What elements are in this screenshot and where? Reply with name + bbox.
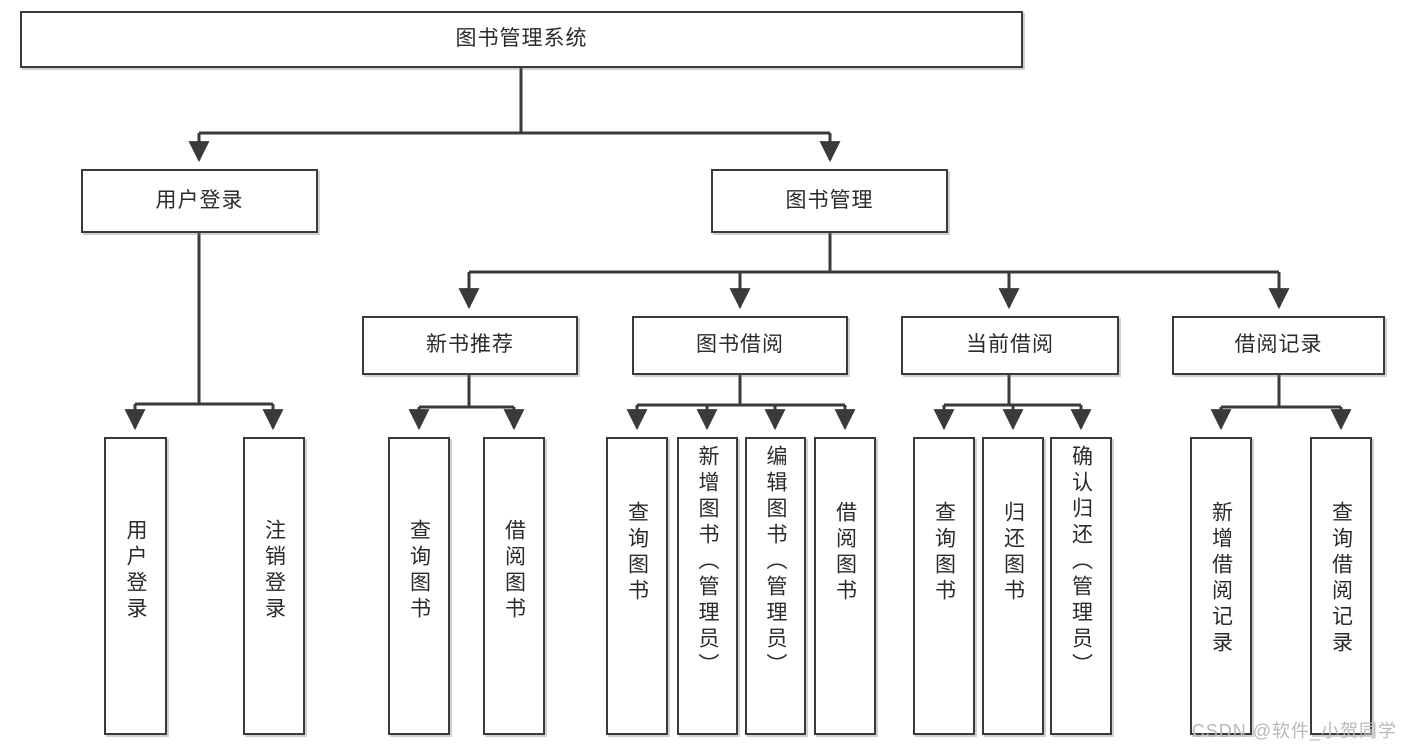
node-book-borrow-label: 图书借阅 — [696, 333, 784, 357]
node-leaf-query-record-label: 查询借阅记录 — [1329, 501, 1353, 657]
node-leaf-logout[interactable]: 注销登录 — [243, 437, 305, 735]
node-leaf-return-book[interactable]: 归还图书 — [982, 437, 1044, 735]
node-user-login[interactable]: 用户登录 — [81, 169, 318, 233]
node-user-login-label: 用户登录 — [155, 188, 244, 212]
node-book-borrow[interactable]: 图书借阅 — [632, 316, 848, 375]
node-current-borrow[interactable]: 当前借阅 — [901, 316, 1119, 375]
node-leaf-query-book-rec[interactable]: 查询图书 — [388, 437, 450, 735]
node-leaf-query-book-cur[interactable]: 查询图书 — [913, 437, 975, 735]
node-new-book-rec-label: 新书推荐 — [426, 333, 514, 357]
node-leaf-user-login[interactable]: 用户登录 — [104, 437, 167, 735]
node-leaf-query-book-rec-label: 查询图书 — [407, 519, 431, 623]
node-leaf-edit-book-label: 编辑图书（管理员） — [764, 445, 787, 679]
node-leaf-add-book-label: 新增图书（管理员） — [696, 445, 719, 679]
node-leaf-query-book-borrow-label: 查询图书 — [625, 501, 649, 605]
node-book-manage-label: 图书管理 — [785, 188, 874, 212]
node-leaf-confirm-return-label: 确认归还（管理员） — [1069, 445, 1093, 679]
node-leaf-user-login-label: 用户登录 — [124, 519, 147, 623]
node-leaf-logout-label: 注销登录 — [262, 519, 286, 623]
node-book-manage[interactable]: 图书管理 — [711, 169, 948, 233]
node-leaf-borrow-book-label: 借阅图书 — [833, 501, 857, 605]
node-leaf-borrow-book-rec[interactable]: 借阅图书 — [483, 437, 545, 735]
node-leaf-edit-book[interactable]: 编辑图书（管理员） — [745, 437, 806, 735]
node-leaf-query-book-cur-label: 查询图书 — [932, 501, 956, 605]
node-leaf-add-record-label: 新增借阅记录 — [1209, 501, 1233, 657]
node-new-book-rec[interactable]: 新书推荐 — [362, 316, 578, 375]
watermark: CSDN @软件_小贺同学 — [1191, 721, 1397, 741]
node-borrow-record-label: 借阅记录 — [1234, 333, 1323, 357]
node-borrow-record[interactable]: 借阅记录 — [1172, 316, 1385, 375]
node-leaf-add-book[interactable]: 新增图书（管理员） — [677, 437, 738, 735]
node-leaf-return-book-label: 归还图书 — [1001, 501, 1025, 605]
node-leaf-query-record[interactable]: 查询借阅记录 — [1310, 437, 1372, 735]
node-leaf-confirm-return[interactable]: 确认归还（管理员） — [1050, 437, 1112, 735]
node-leaf-borrow-book[interactable]: 借阅图书 — [814, 437, 876, 735]
node-current-borrow-label: 当前借阅 — [966, 333, 1054, 357]
node-root[interactable]: 图书管理系统 — [20, 11, 1023, 68]
node-leaf-query-book-borrow[interactable]: 查询图书 — [606, 437, 668, 735]
node-root-label: 图书管理系统 — [455, 27, 588, 51]
node-leaf-borrow-book-rec-label: 借阅图书 — [502, 519, 526, 623]
node-leaf-add-record[interactable]: 新增借阅记录 — [1190, 437, 1252, 735]
